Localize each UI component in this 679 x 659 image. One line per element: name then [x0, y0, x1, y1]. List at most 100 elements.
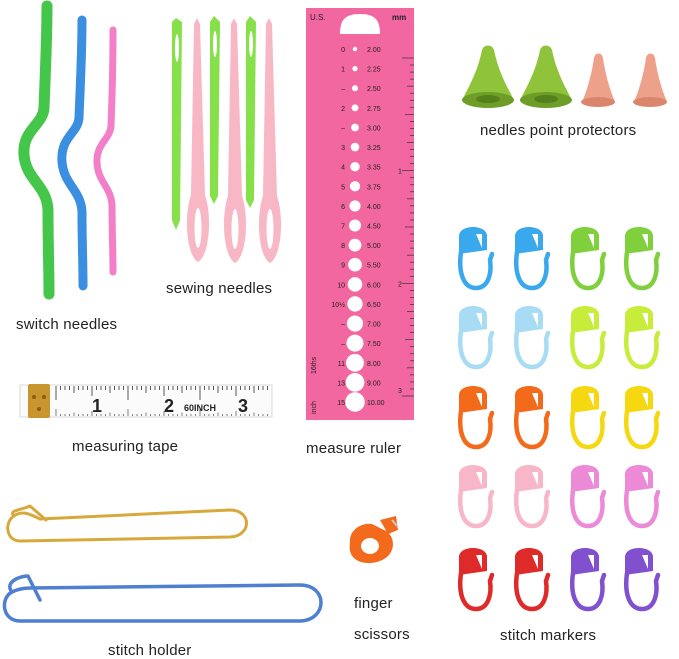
switch-needle-green — [18, 0, 55, 300]
ruler-mm-size: 3.00 — [367, 125, 381, 132]
label-measuring-tape: measuring tape — [72, 438, 179, 455]
ruler-gauge-hole — [351, 123, 359, 132]
ruler-gauge-hole — [348, 238, 362, 252]
ruler-gauge-hole — [351, 85, 359, 92]
label-point-protectors: nedles point protectors — [480, 122, 637, 139]
ruler-us-size: 7 — [341, 224, 345, 231]
ruler-mm-size: 10.00 — [367, 400, 385, 407]
ruler-us-size: 9 — [341, 263, 345, 270]
ruler-gauge-row: –2.50 — [341, 85, 381, 93]
ruler-gauge-hole — [347, 296, 363, 312]
ruler-mm-size: 3.35 — [367, 165, 381, 172]
stitch-marker — [458, 306, 495, 370]
ruler-us-size: 2 — [341, 106, 345, 113]
ruler-gauge-hole — [346, 315, 364, 332]
sewing-needle-green-1 — [172, 18, 182, 230]
sewing-needle-green-3 — [246, 16, 256, 208]
switch-needle-pink — [93, 26, 117, 276]
label-finger: finger — [354, 595, 393, 612]
ruler-us-size: 11 — [338, 361, 345, 368]
ruler-mm-size: 6.00 — [367, 282, 381, 289]
ruler-mm-size: 2.25 — [367, 67, 381, 74]
ruler-gauge-hole — [349, 200, 361, 212]
ruler-us-size: 5 — [341, 184, 345, 191]
ruler-mm-size: 5.00 — [367, 243, 381, 250]
stitch-marker — [624, 227, 661, 291]
ruler-gauge-row: – 7.00 — [341, 315, 381, 332]
ruler-gauge-hole — [349, 219, 361, 232]
ruler-mm-size: 5.50 — [367, 263, 381, 270]
stitch-marker — [624, 548, 661, 612]
stitch-marker — [458, 386, 495, 450]
ruler-mm-size: 8.00 — [367, 361, 381, 368]
ruler-mm-size: 2.75 — [367, 106, 381, 113]
ruler-mm-size: 7.50 — [367, 341, 381, 348]
stitch-marker — [570, 465, 607, 529]
ruler-gauge-hole — [348, 257, 362, 272]
ruler-us-size: 10½ — [331, 301, 345, 309]
ruler-us-size: 15 — [337, 400, 345, 407]
tape-sub-label: 60INCH — [184, 403, 216, 413]
sewing-needle-pink-1 — [186, 18, 210, 262]
ruler-mm-size: 4.50 — [367, 224, 381, 231]
stitch-marker — [570, 306, 607, 370]
ruler-inch-label: 2 — [398, 281, 402, 288]
ruler-us-size: 10 — [337, 282, 345, 289]
ruler-side-label: 16ths — [311, 356, 318, 374]
ruler-left-unit: U.S. — [310, 13, 326, 22]
stitch-marker — [624, 465, 661, 529]
ruler-mm-size: 2.00 — [367, 47, 381, 54]
ruler-gauge-hole — [349, 181, 361, 192]
label-measure-ruler: measure ruler — [306, 440, 402, 457]
ruler-bottom-label: inch — [311, 401, 318, 414]
ruler-us-size: 8 — [341, 243, 345, 250]
label-switch-needles: switch needles — [16, 316, 118, 333]
stitch-marker — [624, 386, 661, 450]
point-protector-peach-2 — [633, 53, 667, 107]
stitch-marker — [514, 227, 551, 291]
point-protector-green-1 — [462, 45, 514, 108]
stitch-marker — [514, 386, 551, 450]
stitch-marker — [570, 386, 607, 450]
ruler-gauge-hole — [352, 46, 358, 52]
tape-end-cap — [28, 384, 50, 418]
ruler-mm-size: 7.00 — [367, 322, 381, 329]
label-scissors: scissors — [354, 626, 410, 643]
ruler-inch-label: 3 — [398, 388, 402, 395]
ruler-mm-size: 2.50 — [367, 86, 381, 93]
ruler-mm-size: 3.75 — [367, 184, 381, 191]
ruler-us-size: – — [341, 341, 345, 348]
ruler-gauge-row: – 7.50 — [341, 334, 381, 352]
finger-scissors — [349, 516, 399, 564]
needle-point-protectors — [462, 45, 667, 108]
tape-number: 1 — [92, 396, 102, 416]
ruler-gauge-hole — [347, 277, 363, 292]
tape-number: 3 — [238, 396, 248, 416]
stitch-holders — [2, 504, 323, 623]
stitch-marker — [514, 548, 551, 612]
ruler-us-size: 13 — [337, 380, 345, 387]
stitch-marker — [458, 548, 495, 612]
ruler-us-size: 4 — [341, 165, 345, 172]
ruler-us-size: – — [341, 322, 345, 329]
ruler-mm-size: 4.00 — [367, 204, 381, 211]
stitch-marker — [458, 465, 495, 529]
ruler-gauge-hole — [345, 392, 365, 412]
ruler-gauge-hole — [346, 334, 364, 352]
label-stitch-holder: stitch holder — [108, 642, 192, 659]
stitch-markers-grid — [458, 227, 661, 612]
stitch-marker — [458, 227, 495, 291]
